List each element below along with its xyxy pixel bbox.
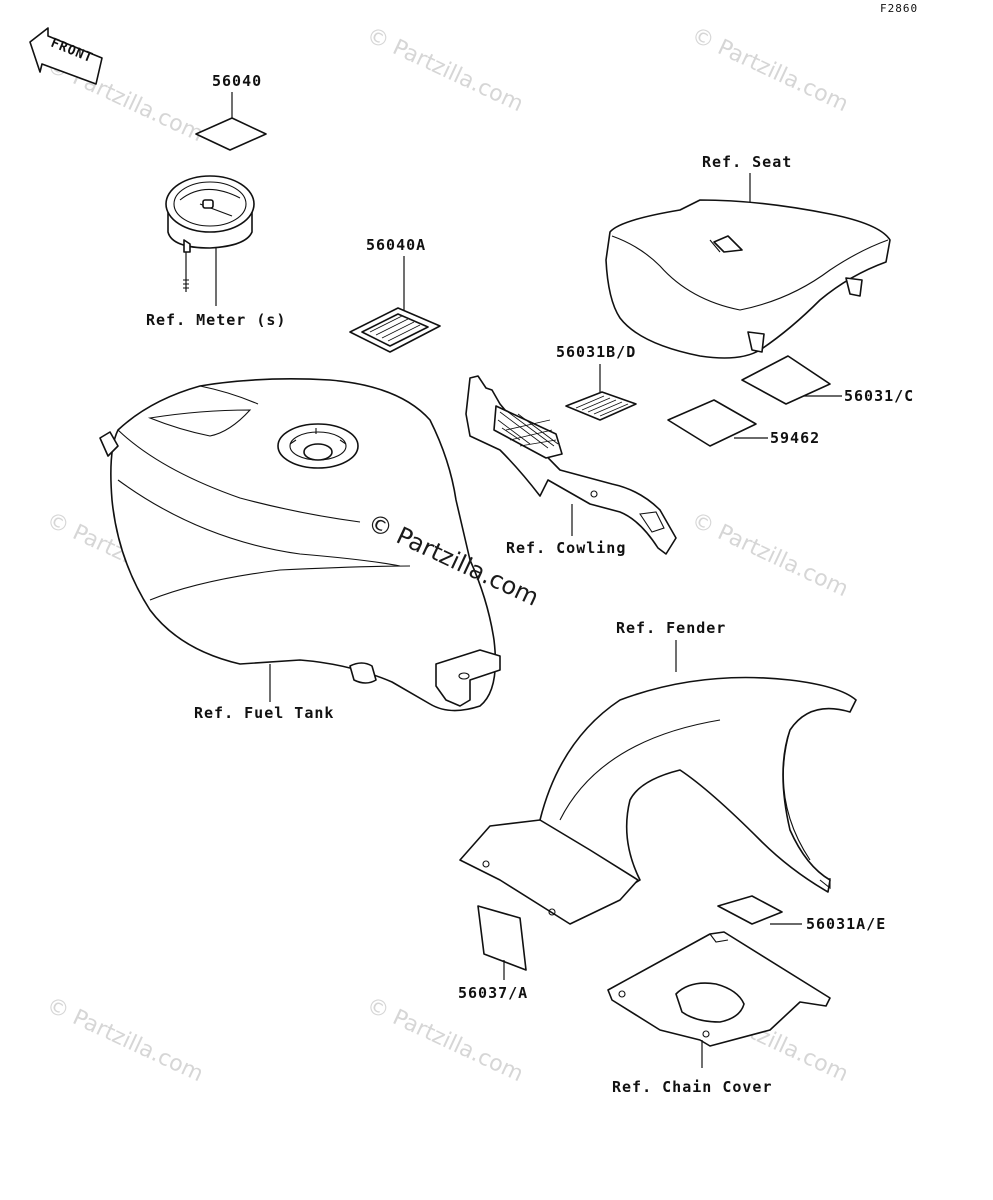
label-56031C: 56031/C: [844, 387, 914, 405]
label-56037A: 56037/A: [458, 984, 528, 1002]
sticker-56037A: [477, 905, 527, 971]
watermark: © Partzilla.com: [362, 993, 526, 1087]
sticker-59462: [667, 399, 757, 447]
watermark: © Partzilla.com: [362, 23, 526, 117]
label-fender: Ref. Fender: [616, 619, 726, 637]
sticker-56031BD: [565, 391, 637, 421]
sticker-56040: [195, 117, 267, 151]
chain-cover: [607, 931, 831, 1047]
fender: [459, 676, 857, 925]
meter-gauge: [165, 175, 255, 292]
label-fuel-tank: Ref. Fuel Tank: [194, 704, 334, 722]
sticker-56031C: [741, 355, 831, 405]
label-cowling: Ref. Cowling: [506, 539, 626, 557]
label-meter: Ref. Meter (s): [146, 311, 286, 329]
sticker-56031AE: [717, 895, 783, 925]
label-56040: 56040: [212, 72, 262, 90]
watermark: © Partzilla.com: [687, 23, 851, 117]
label-56031AE: 56031A/E: [806, 915, 886, 933]
fuel-tank: [99, 378, 501, 712]
label-seat: Ref. Seat: [702, 153, 792, 171]
sticker-56040A: [349, 307, 441, 353]
seat: [605, 199, 891, 359]
label-56031BD: 56031B/D: [556, 343, 636, 361]
watermark: © Partzilla.com: [687, 508, 851, 602]
diagram-code: F2860: [880, 2, 918, 15]
cowling: [465, 375, 677, 555]
watermark: © Partzilla.com: [42, 993, 206, 1087]
label-chain-cover: Ref. Chain Cover: [612, 1078, 773, 1096]
label-59462: 59462: [770, 429, 820, 447]
label-56040A: 56040A: [366, 236, 426, 254]
